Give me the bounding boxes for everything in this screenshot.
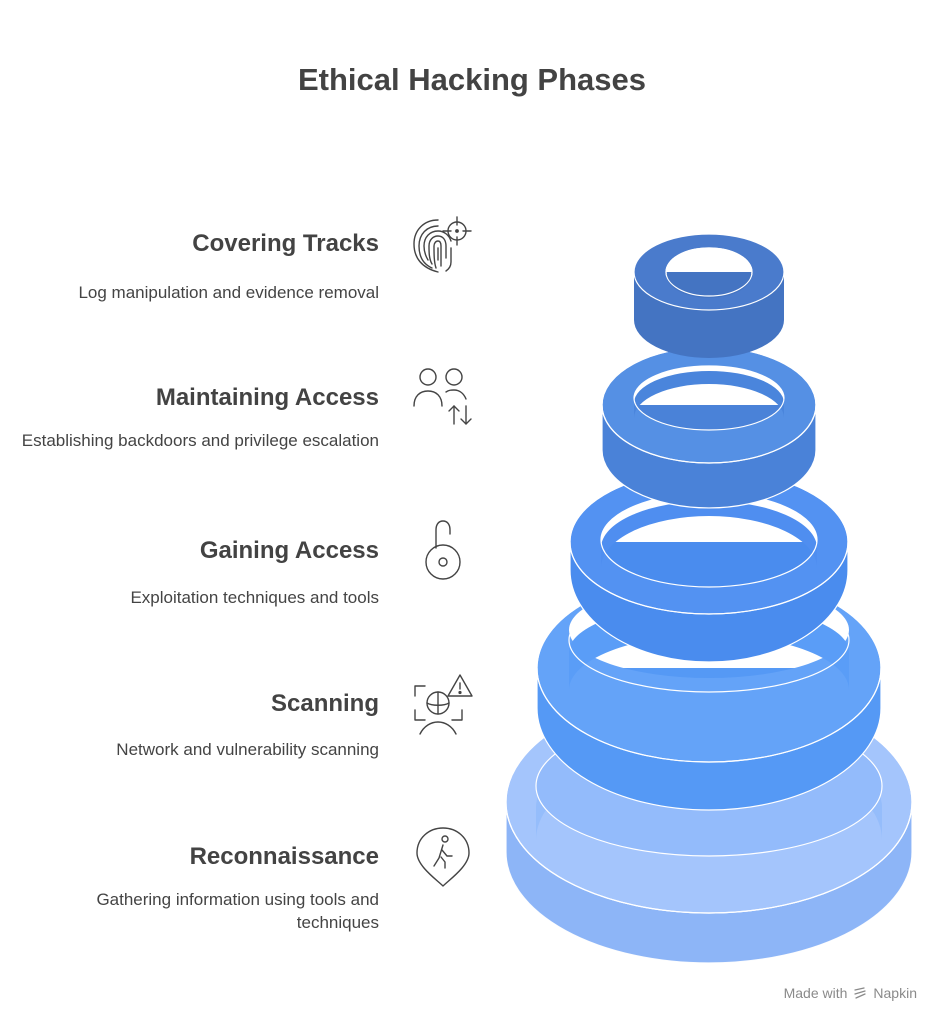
phase-title-reconnaissance: Reconnaissance bbox=[189, 843, 379, 870]
scan-warning-icon bbox=[410, 672, 474, 736]
ring-maintaining-access bbox=[601, 346, 817, 509]
napkin-brand-label: Napkin bbox=[873, 985, 917, 1001]
location-person-icon bbox=[412, 824, 476, 888]
footer-credit: Made with Napkin bbox=[784, 985, 917, 1001]
made-with-label: Made with bbox=[783, 985, 848, 1001]
diagram-title: Ethical Hacking Phases bbox=[297, 62, 647, 97]
phase-desc-gaining-access: Exploitation techniques and tools bbox=[130, 588, 379, 607]
ring-reconnaissance bbox=[505, 690, 913, 964]
unlocked-padlock-icon bbox=[412, 518, 476, 582]
fingerprint-target-icon bbox=[410, 214, 474, 278]
phase-title-scanning: Scanning bbox=[270, 690, 379, 717]
phase-desc-covering-tracks: Log manipulation and evidence removal bbox=[78, 283, 379, 302]
users-transfer-icon bbox=[410, 366, 474, 430]
phase-title-gaining-access: Gaining Access bbox=[199, 537, 379, 564]
ring-gaining-access bbox=[569, 469, 849, 663]
ring-scanning bbox=[536, 573, 882, 811]
phase-desc-scanning: Network and vulnerability scanning bbox=[116, 740, 379, 759]
phase-title-maintaining-access: Maintaining Access bbox=[155, 384, 379, 411]
phase-title-covering-tracks: Covering Tracks bbox=[192, 230, 379, 257]
napkin-logo-icon bbox=[854, 987, 867, 999]
phase-desc-maintaining-access: Establishing backdoors and privilege esc… bbox=[21, 431, 379, 450]
phase-desc-reconnaissance: Gathering information using tools and te… bbox=[96, 890, 379, 932]
ring-covering-tracks bbox=[633, 233, 785, 358]
